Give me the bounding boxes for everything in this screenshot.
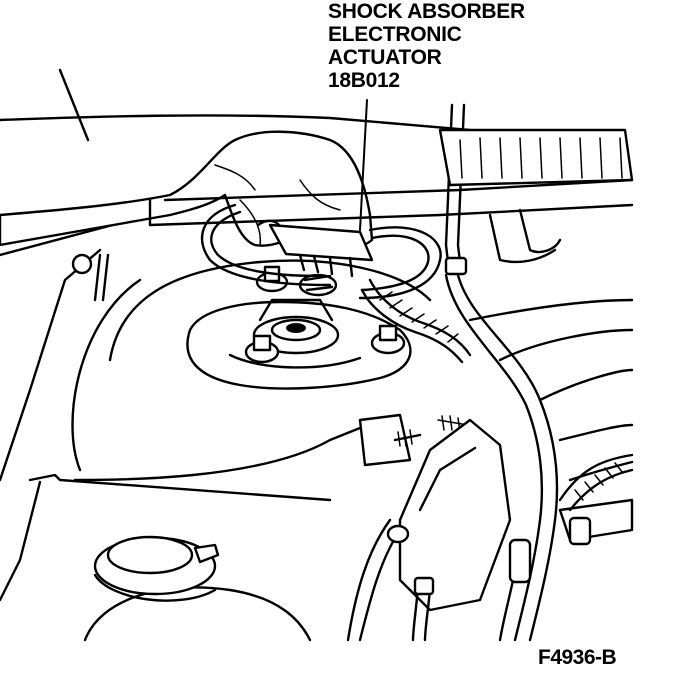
figure-id: F4936-B — [538, 646, 617, 669]
callout-leader — [359, 99, 368, 231]
strut-mount-plate — [186, 298, 412, 390]
strut-tower — [71, 259, 432, 482]
radiator-grille — [438, 128, 634, 187]
harness-bracket — [358, 413, 469, 467]
braided-wire — [360, 278, 472, 364]
lower-wires — [346, 518, 532, 642]
fender-outline — [0, 68, 472, 602]
fender-bolt — [71, 253, 110, 302]
mount-nut-top — [255, 265, 289, 293]
cross-member — [148, 178, 634, 264]
mount-nut-left — [244, 334, 280, 364]
control-module — [398, 418, 512, 612]
callout-line-3: ACTUATOR — [328, 46, 442, 69]
callout-label: SHOCK ABSORBER ELECTRONIC ACTUATOR 18B01… — [328, 0, 525, 92]
actuator-wire-loop — [200, 203, 442, 300]
shock-absorber-electronic-actuator — [268, 223, 374, 297]
reservoir-cap — [83, 535, 312, 642]
wire-bundle-right — [558, 453, 634, 512]
mount-nut-right — [370, 324, 406, 355]
callout-line-4: 18B012 — [328, 69, 400, 92]
callout-line-1: SHOCK ABSORBER — [328, 0, 525, 23]
callout-line-2: ELECTRONIC — [328, 23, 462, 46]
